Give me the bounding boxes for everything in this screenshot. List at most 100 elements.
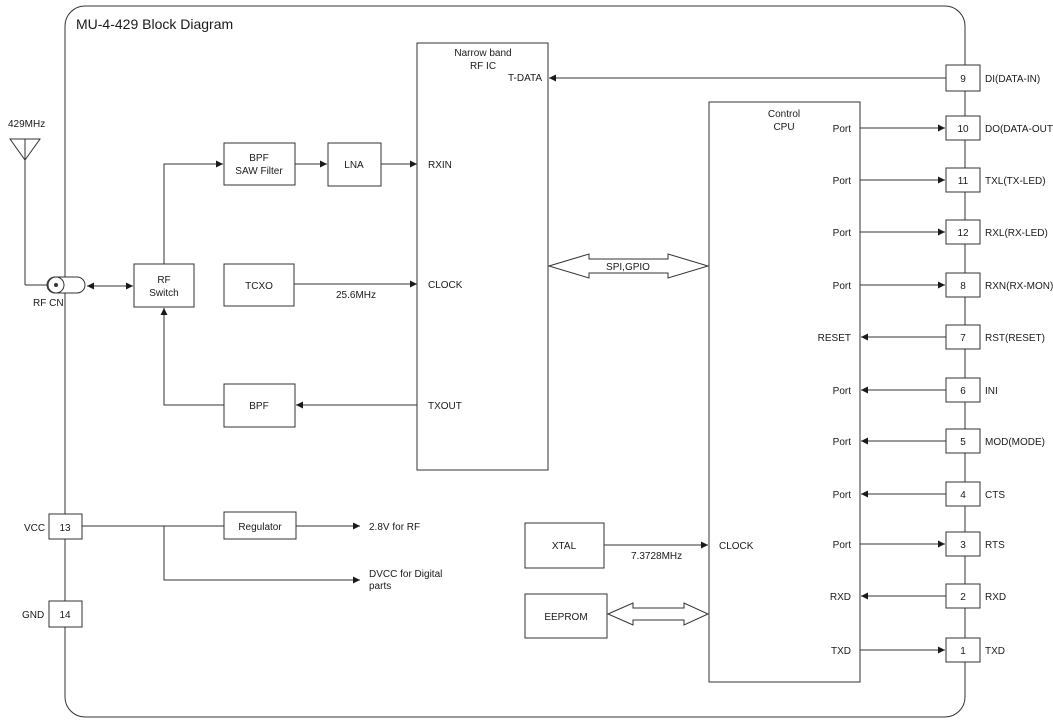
eeprom-block <box>524 593 608 639</box>
diagram-title: MU-4-429 Block Diagram <box>76 16 233 32</box>
pin-9-name: DI(DATA-IN) <box>985 74 1040 85</box>
regulator-output-rf: 2.8V for RF <box>369 522 420 533</box>
pin-row-1: 1 TXD TXD <box>831 637 1005 663</box>
rf-switch-block <box>133 263 195 308</box>
power-pins: 13 VCC 14 GND <box>22 513 83 628</box>
cpu-title-1: Control <box>768 109 800 120</box>
pin-10-number: 10 <box>957 124 969 135</box>
pin-11-number: 11 <box>958 176 969 187</box>
pin-7-box <box>945 324 981 350</box>
tcxo-label: TCXO <box>245 281 273 292</box>
pin-6-box <box>945 377 981 403</box>
pin-11-box <box>945 167 981 193</box>
pin-3-number: 3 <box>960 540 966 551</box>
rf-switch-label-1: RF <box>157 275 170 286</box>
rf-ic-clock-port: CLOCK <box>428 280 463 291</box>
pin-row-12: 12 RXL(RX-LED) Port <box>833 219 1048 245</box>
pin-3-name: RTS <box>985 540 1005 551</box>
pin-12-number: 12 <box>957 228 969 239</box>
bpf-saw-filter-block <box>223 142 296 186</box>
pin-9-box <box>945 64 981 92</box>
antenna-label: 429MHz <box>8 119 45 130</box>
pin-1-box <box>945 637 981 663</box>
regulator-output-digital-2: parts <box>369 581 391 592</box>
pin-5-box <box>945 428 981 454</box>
pin-7-number: 7 <box>960 333 966 344</box>
pin-row-7: 7 RST(RESET) RESET <box>818 324 1045 350</box>
pin-row-9: 9 DI(DATA-IN) <box>549 64 1040 92</box>
pin-4-name: CTS <box>985 490 1005 501</box>
pin-2-number: 2 <box>960 592 966 603</box>
module-outline <box>64 5 966 718</box>
pin-1-number: 1 <box>960 646 966 657</box>
xtal-block <box>524 522 605 569</box>
pin-10-cpu-port: Port <box>833 124 852 135</box>
pin-2-name: RXD <box>985 592 1006 603</box>
pin-4-number: 4 <box>960 490 966 501</box>
pin-12-name: RXL(RX-LED) <box>985 228 1048 239</box>
pin-11-name: TXL(TX-LED) <box>985 176 1046 187</box>
xtal-frequency: 7.3728MHz <box>631 551 682 562</box>
pin-6-cpu-port: Port <box>833 386 852 397</box>
eeprom-label: EEPROM <box>544 612 587 623</box>
control-cpu-block <box>708 101 861 683</box>
pin-4-cpu-port: Port <box>833 490 852 501</box>
pin-10-name: DO(DATA-OUT) <box>985 124 1053 135</box>
pin-9-number: 9 <box>960 74 966 85</box>
pin-3-box <box>945 531 981 557</box>
pin-8-number: 8 <box>960 281 966 292</box>
pin-1-name: TXD <box>985 646 1005 657</box>
regulator-label: Regulator <box>238 522 282 533</box>
pin-1-cpu-port: TXD <box>831 646 851 657</box>
pin-13-label: VCC <box>24 523 45 534</box>
pin-10-box <box>945 115 981 141</box>
lna-block <box>327 142 382 187</box>
spi-gpio-label: SPI,GPIO <box>606 262 650 273</box>
rf-connector-icon <box>46 276 86 294</box>
pin-14-label: GND <box>22 610 44 621</box>
cpu-clock-port: CLOCK <box>719 541 754 552</box>
lna-label: LNA <box>344 160 364 171</box>
rf-ic-rxin-port: RXIN <box>428 160 452 171</box>
eeprom-bus-arrow <box>606 602 710 626</box>
rf-ic-txout-port: TXOUT <box>428 401 462 412</box>
bpf-saw-label-1: BPF <box>249 153 268 164</box>
rf-ic-block <box>416 42 549 471</box>
bpf-saw-label-2: SAW Filter <box>235 166 283 177</box>
pin-11-cpu-port: Port <box>833 176 852 187</box>
pin-row-11: 11 TXL(TX-LED) Port <box>833 167 1046 193</box>
pin-5-name: MOD(MODE) <box>985 437 1045 448</box>
rf-ic-tdata-port: T-DATA <box>508 73 542 84</box>
regulator-block <box>223 511 297 540</box>
pin-row-4: 4 CTS Port <box>833 481 1005 507</box>
regulator-output-digital-1: DVCC for Digital <box>369 569 442 580</box>
pin-8-cpu-port: Port <box>833 281 852 292</box>
rf-ic-title-2: RF IC <box>470 61 496 72</box>
bpf-tx-block <box>223 383 296 428</box>
rf-cn-label: RF CN <box>33 298 64 309</box>
tcxo-block <box>223 263 295 307</box>
pin-12-cpu-port: Port <box>833 228 852 239</box>
pin-5-number: 5 <box>960 437 966 448</box>
spi-gpio-bus-arrow <box>547 253 710 279</box>
antenna-icon <box>9 138 49 286</box>
pin-6-number: 6 <box>960 386 966 397</box>
pin-7-cpu-port: RESET <box>818 333 851 344</box>
bpf-tx-label: BPF <box>249 401 268 412</box>
tcxo-frequency: 25.6MHz <box>336 290 376 301</box>
pin-8-box <box>945 272 981 298</box>
rf-ic-title-1: Narrow band <box>454 48 511 59</box>
pin-7-name: RST(RESET) <box>985 333 1045 344</box>
pin-14-box <box>48 600 83 628</box>
pin-13-number: 13 <box>59 523 71 534</box>
pin-12-box <box>945 219 981 245</box>
xtal-label: XTAL <box>552 541 577 552</box>
rf-switch-label-2: Switch <box>149 288 178 299</box>
cpu-title-2: CPU <box>773 122 794 133</box>
